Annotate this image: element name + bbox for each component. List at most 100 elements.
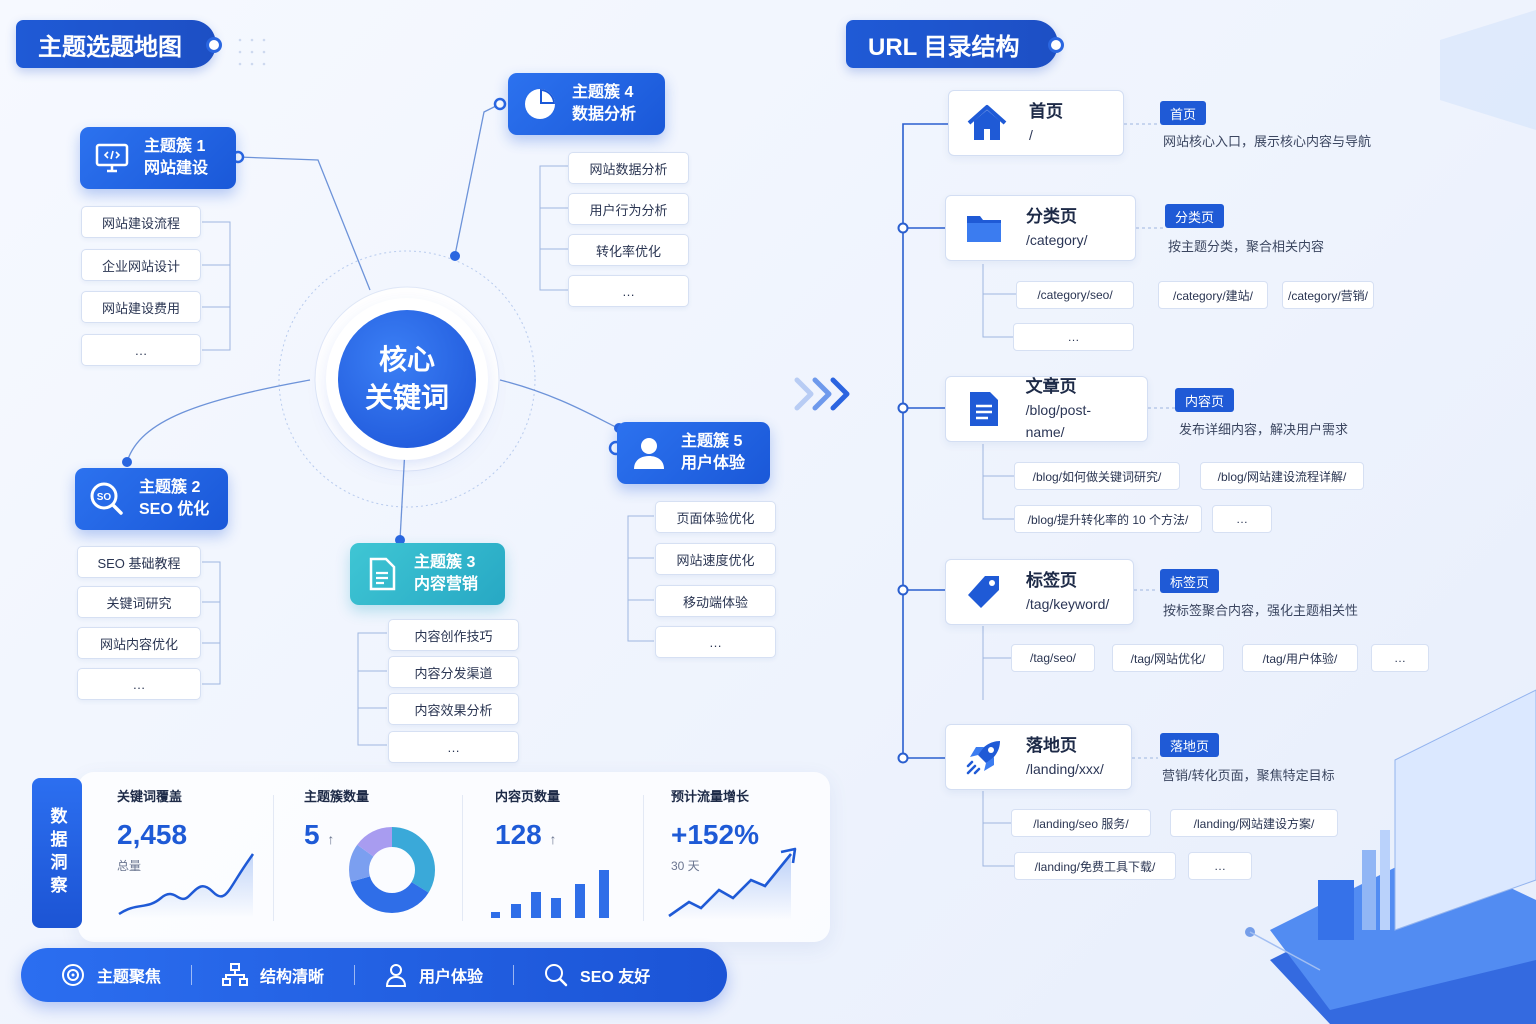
page-tag-name: 标签页: [1026, 571, 1077, 590]
cluster-3-item[interactable]: …: [388, 731, 519, 763]
landing-url[interactable]: /landing/免费工具下载/: [1014, 852, 1176, 880]
benefit-label: 结构清晰: [260, 969, 325, 986]
title-dot-icon: [1048, 37, 1064, 53]
stat-title: 预计流量增长: [671, 789, 750, 804]
page-tag-tag: 标签页: [1160, 569, 1220, 593]
tag-url[interactable]: …: [1371, 644, 1429, 672]
page-category[interactable]: 分类页/category/: [945, 195, 1136, 261]
stat-value: 5: [304, 819, 320, 850]
page-home-tag: 首页: [1160, 101, 1207, 125]
document-icon: [364, 556, 400, 592]
core-keyword-node[interactable]: 核心 关键词: [338, 310, 476, 448]
target-icon: [62, 964, 84, 986]
separator: [354, 965, 356, 985]
article-url[interactable]: …: [1212, 505, 1272, 533]
cluster-3-item[interactable]: 内容分发渠道: [388, 656, 519, 688]
rocket-icon: [964, 737, 1004, 777]
landing-url[interactable]: /landing/网站建设方案/: [1170, 809, 1338, 837]
tag-url[interactable]: /tag/用户体验/: [1242, 644, 1358, 672]
cluster-3-name: 内容营销: [414, 576, 479, 593]
article-url[interactable]: /blog/如何做关键词研究/: [1014, 462, 1180, 490]
article-url[interactable]: /blog/提升转化率的 10 个方法/: [1014, 505, 1202, 533]
cluster-4-item[interactable]: 用户行为分析: [568, 193, 689, 225]
arrow-up-icon: ↑: [549, 831, 557, 847]
stat-keyword-coverage: 关键词覆盖 2,458 总量: [117, 786, 267, 926]
page-landing-tag: 落地页: [1160, 733, 1220, 757]
landing-url[interactable]: /landing/seo 服务/: [1011, 809, 1151, 837]
article-icon: [964, 389, 1004, 429]
article-url[interactable]: /blog/网站建设流程详解/: [1200, 462, 1364, 490]
cluster-3-item[interactable]: 内容效果分析: [388, 693, 519, 725]
folder-icon: [964, 208, 1004, 248]
stat-title: 主题簇数量: [304, 789, 370, 804]
tag-url[interactable]: /tag/网站优化/: [1112, 644, 1224, 672]
category-url[interactable]: /category/seo/: [1016, 281, 1134, 309]
seo-magnifier-icon: SO: [89, 481, 125, 517]
monitor-code-icon: [94, 140, 130, 176]
page-landing-desc: 营销/转化页面，聚焦特定目标: [1162, 768, 1335, 783]
cluster-1-item[interactable]: 企业网站设计: [81, 249, 201, 281]
cluster-2-item[interactable]: 关键词研究: [77, 586, 201, 618]
page-category-name: 分类页: [1026, 207, 1077, 226]
core-line2: 关键词: [364, 382, 449, 413]
page-landing-path: /landing/xxx/: [1026, 761, 1104, 777]
cluster-5-item[interactable]: 网站速度优化: [655, 543, 776, 575]
page-article-name: 文章页: [1025, 377, 1077, 396]
landing-url[interactable]: …: [1188, 852, 1252, 880]
page-home-desc: 网站核心入口，展示核心内容与导航: [1163, 134, 1372, 149]
category-url[interactable]: …: [1013, 323, 1134, 351]
cluster-5-item[interactable]: 页面体验优化: [655, 501, 776, 533]
separator: [513, 965, 515, 985]
pie-chart-icon: [522, 86, 558, 122]
page-home-name: 首页: [1029, 102, 1063, 121]
stat-title: 关键词覆盖: [117, 789, 183, 804]
page-category-desc: 按主题分类，聚合相关内容: [1168, 239, 1325, 254]
cluster-2-item[interactable]: 网站内容优化: [77, 627, 201, 659]
bar-chart: [491, 870, 609, 918]
cluster-2-item[interactable]: …: [77, 668, 201, 700]
category-url[interactable]: /category/营销/: [1282, 281, 1374, 309]
stat-value: 2,458: [117, 819, 188, 850]
url-structure-title: URL 目录结构: [846, 20, 1058, 68]
cluster-3-item[interactable]: 内容创作技巧: [388, 619, 519, 651]
stat-divider: [643, 795, 644, 921]
page-landing[interactable]: 落地页/landing/xxx/: [945, 724, 1132, 790]
growth-chart: [668, 847, 797, 920]
donut-chart: [349, 827, 435, 913]
arrow-up-icon: ↑: [327, 831, 335, 847]
stat-divider: [273, 795, 274, 921]
insights-side-label: 数据洞察: [32, 778, 82, 928]
page-category-path: /category/: [1026, 232, 1088, 248]
cluster-5-item[interactable]: 移动端体验: [655, 585, 776, 617]
page-article-path: /blog/post-name/: [1025, 402, 1092, 440]
cluster-4-item[interactable]: 转化率优化: [568, 234, 689, 266]
search-icon: [545, 964, 568, 987]
tag-icon: [964, 572, 1004, 612]
cluster-1-item[interactable]: …: [81, 334, 201, 366]
stat-traffic-growth: 预计流量增长 +152% 30 天: [668, 786, 811, 926]
cluster-2-item[interactable]: SEO 基础教程: [77, 546, 201, 578]
stat-value: 128: [495, 819, 542, 850]
cluster-4-item[interactable]: …: [568, 275, 689, 307]
tag-url[interactable]: /tag/seo/: [1011, 644, 1095, 672]
separator: [191, 965, 193, 985]
cluster-5-item[interactable]: …: [655, 626, 776, 658]
cluster-4-name: 数据分析: [572, 106, 637, 123]
cluster-4-item[interactable]: 网站数据分析: [568, 152, 689, 184]
category-url[interactable]: /category/建站/: [1158, 281, 1268, 309]
benefit-seo: SEO 友好: [544, 963, 650, 987]
page-tag[interactable]: 标签页/tag/keyword/: [945, 559, 1134, 625]
page-tag-desc: 按标签聚合内容，强化主题相关性: [1163, 603, 1359, 618]
user-outline-icon: [386, 964, 407, 987]
page-category-tag: 分类页: [1165, 204, 1225, 228]
page-article[interactable]: 文章页/blog/post-name/: [945, 376, 1148, 442]
page-home[interactable]: 首页/: [948, 90, 1124, 156]
cluster-1-item[interactable]: 网站建设费用: [81, 291, 201, 323]
core-line1: 核心: [378, 344, 435, 375]
cluster-1-item[interactable]: 网站建设流程: [81, 206, 201, 238]
